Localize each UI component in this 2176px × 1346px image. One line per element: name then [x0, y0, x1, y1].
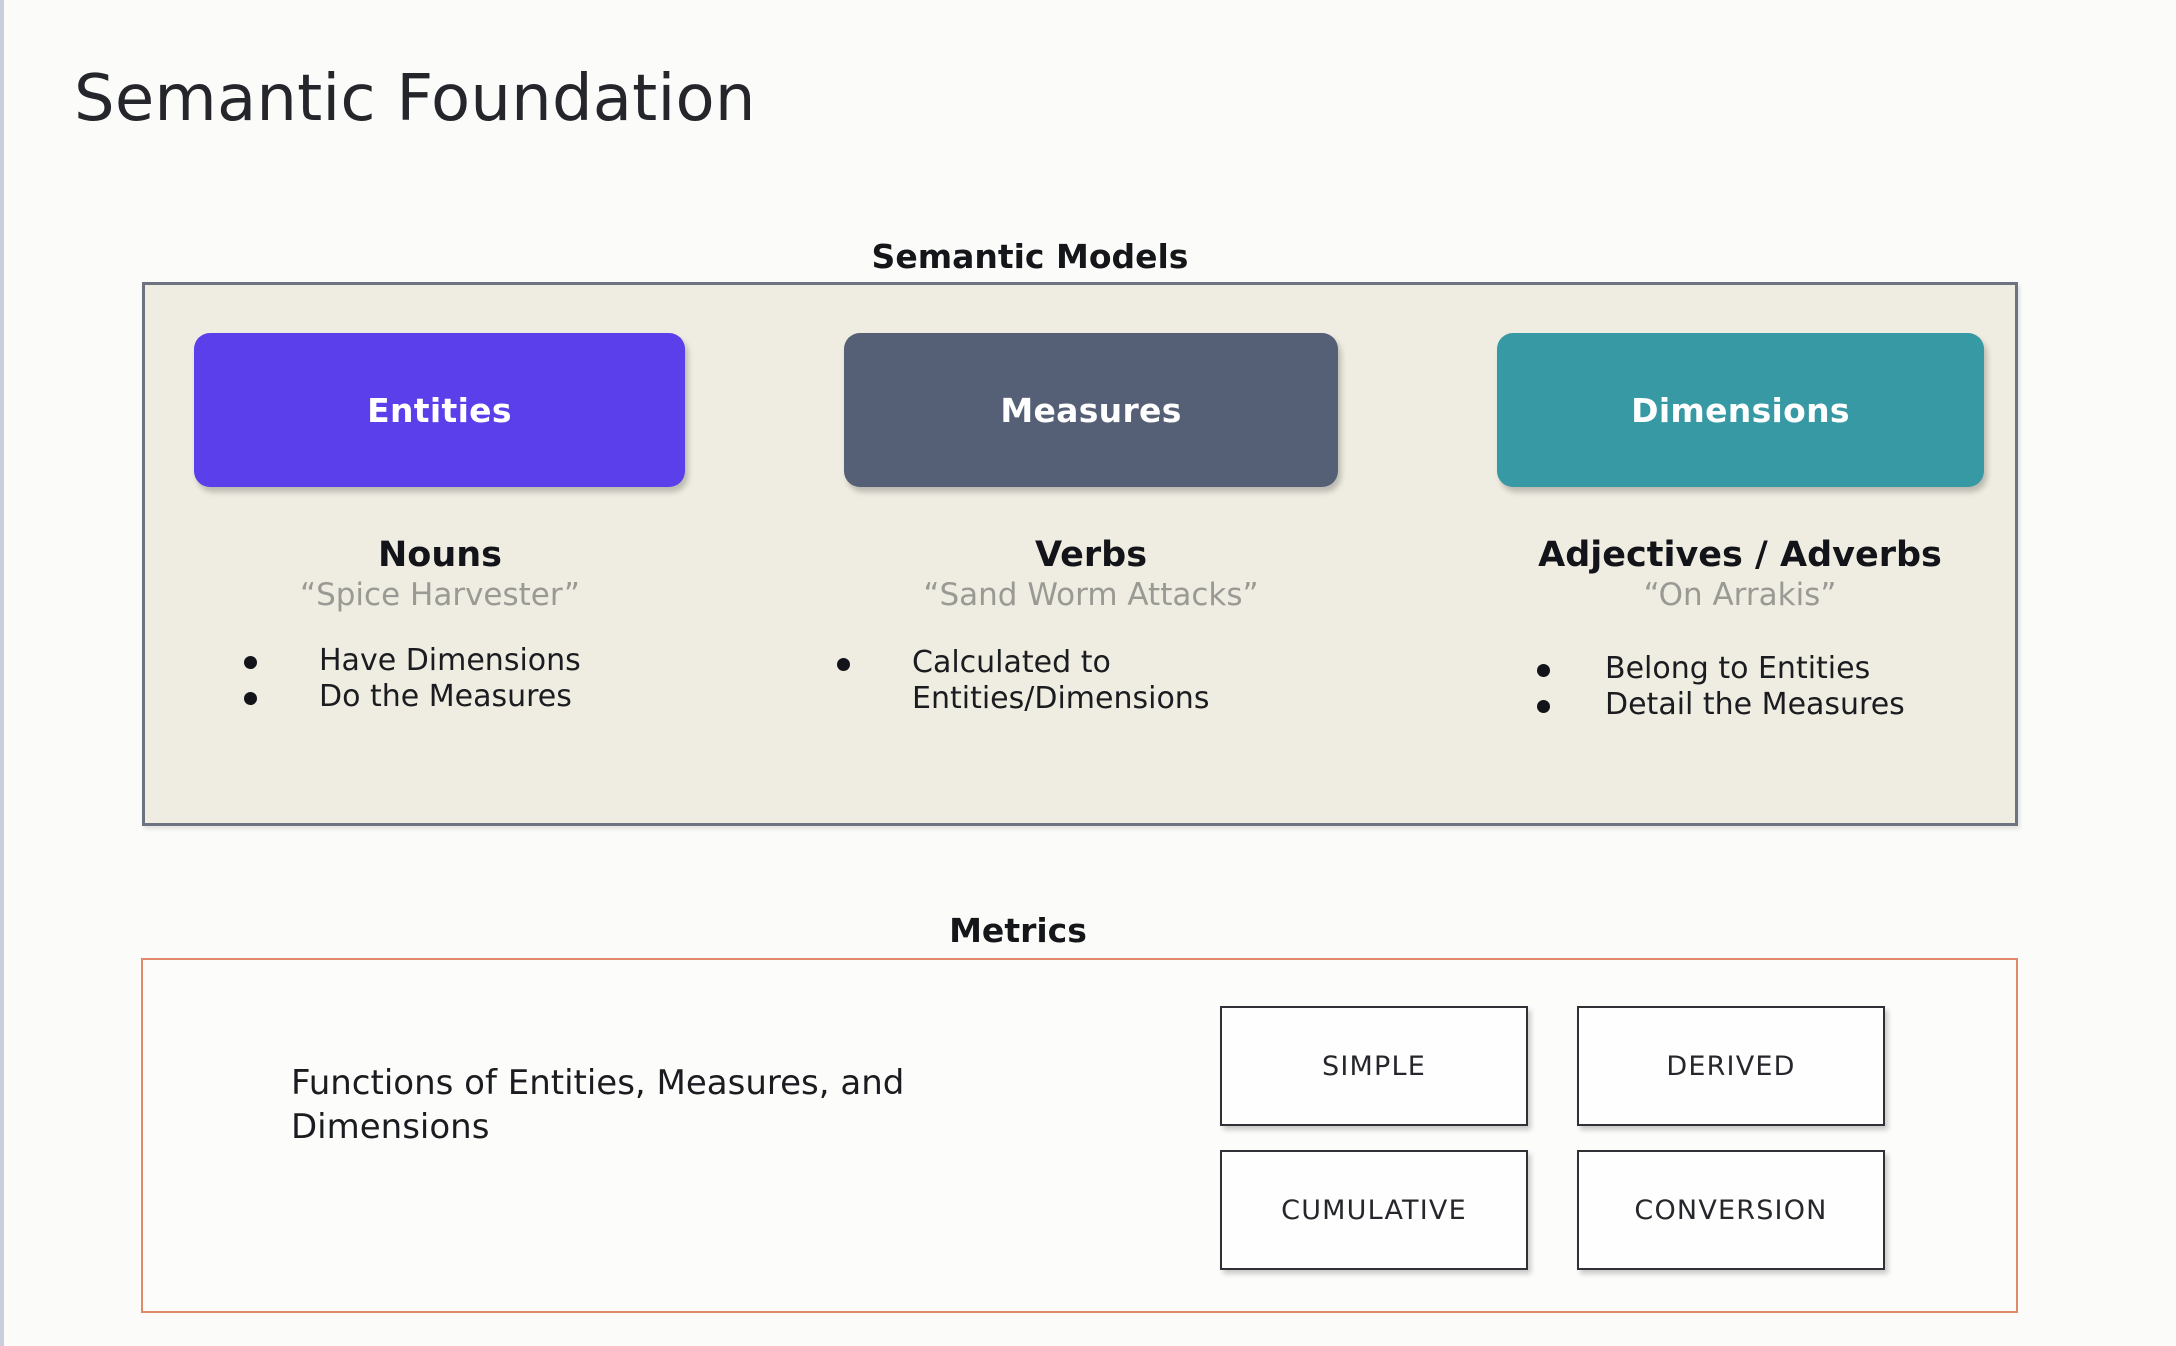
bullet-dot-icon: [837, 658, 850, 672]
metrics-heading: Metrics: [949, 911, 1087, 950]
list-item-label: Do the Measures: [319, 678, 572, 714]
column-measures: Verbs “Sand Worm Attacks” Calculated to …: [805, 535, 1377, 716]
pill-entities-label: Entities: [367, 390, 512, 430]
list-item-label: Have Dimensions: [319, 643, 581, 679]
column-measures-title: Verbs: [1034, 535, 1148, 575]
metric-box-simple[interactable]: SIMPLE: [1220, 1006, 1528, 1126]
semantic-pill-row: Entities Measures Dimensions: [145, 333, 2015, 487]
column-measures-bullets: Calculated to Entities/Dimensions: [805, 645, 1377, 716]
metrics-description: Functions of Entities, Measures, and Dim…: [291, 1063, 905, 1147]
left-edge-strip: [0, 0, 4, 1346]
pill-measures-label: Measures: [1000, 390, 1182, 430]
metric-box-cumulative[interactable]: CUMULATIVE: [1220, 1150, 1528, 1270]
column-measures-example: “Sand Worm Attacks”: [923, 576, 1259, 613]
pill-entities[interactable]: Entities: [194, 333, 685, 487]
metric-box-conversion[interactable]: CONVERSION: [1577, 1150, 1885, 1270]
column-entities: Nouns “Spice Harvester” Have Dimensions …: [165, 535, 715, 714]
list-item-label: Calculated to Entities/Dimensions: [912, 645, 1210, 716]
pill-dimensions[interactable]: Dimensions: [1497, 333, 1984, 487]
list-item: Detail the Measures: [1435, 687, 2045, 722]
pill-dimensions-label: Dimensions: [1631, 390, 1850, 430]
metric-box-conversion-label: CONVERSION: [1634, 1194, 1828, 1226]
column-dimensions: Adjectives / Adverbs “On Arrakis” Belong…: [1435, 535, 2045, 722]
metric-box-simple-label: SIMPLE: [1322, 1050, 1426, 1082]
list-item: Belong to Entities: [1435, 651, 2045, 686]
column-dimensions-example: “On Arrakis”: [1643, 576, 1837, 613]
column-entities-title: Nouns: [377, 535, 502, 575]
page-title: Semantic Foundation: [74, 62, 756, 136]
semantic-models-panel: Entities Measures Dimensions Nouns “Spic…: [142, 282, 2018, 826]
pill-measures[interactable]: Measures: [844, 333, 1338, 487]
bullet-dot-icon: [244, 691, 257, 705]
metric-box-cumulative-label: CUMULATIVE: [1281, 1194, 1467, 1226]
semantic-models-heading: Semantic Models: [871, 237, 1189, 276]
bullet-dot-icon: [1537, 664, 1550, 678]
column-entities-bullets: Have Dimensions Do the Measures: [165, 643, 715, 714]
list-item: Have Dimensions: [165, 643, 715, 678]
metric-box-derived-label: DERIVED: [1666, 1050, 1796, 1082]
column-dimensions-title: Adjectives / Adverbs: [1538, 535, 1942, 575]
metric-box-derived[interactable]: DERIVED: [1577, 1006, 1885, 1126]
bullet-dot-icon: [1537, 699, 1550, 713]
list-item: Do the Measures: [165, 679, 715, 714]
column-entities-example: “Spice Harvester”: [300, 576, 580, 613]
bullet-dot-icon: [244, 656, 257, 670]
list-item: Calculated to Entities/Dimensions: [805, 645, 1377, 716]
column-dimensions-bullets: Belong to Entities Detail the Measures: [1435, 651, 2045, 722]
list-item-label: Belong to Entities: [1605, 651, 1871, 687]
list-item-label: Detail the Measures: [1605, 686, 1905, 722]
metrics-panel: Functions of Entities, Measures, and Dim…: [141, 958, 2018, 1313]
